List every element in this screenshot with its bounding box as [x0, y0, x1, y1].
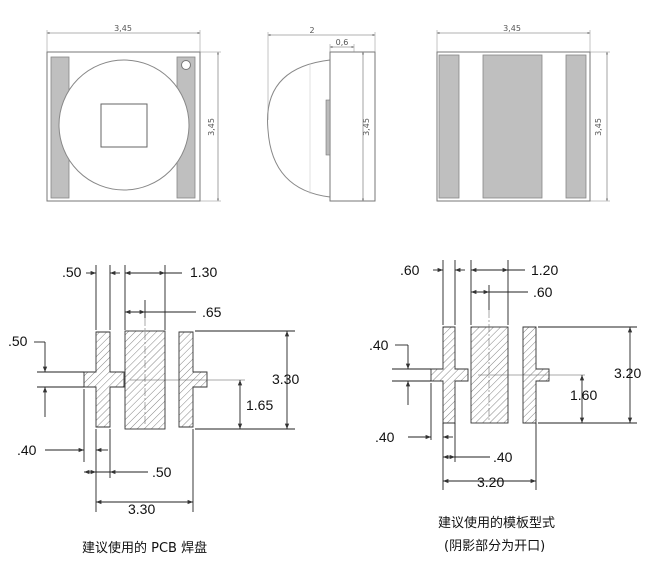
bottom-view-width-label: 3,45: [503, 24, 521, 33]
pcb-left-tab-label: .40: [17, 442, 37, 458]
stencil-caption-line1: 建议使用的模板型式: [438, 516, 556, 531]
bottom-view: 3,45 3,45: [436, 24, 610, 202]
top-view-height-label: 3,45: [207, 118, 216, 136]
pcb-total-width-label: 3.30: [128, 501, 155, 517]
stencil-tab-height-label: .40: [369, 337, 389, 353]
pcb-center-label: .65: [202, 304, 222, 320]
pcb-half-height-label: 1.65: [246, 397, 273, 413]
stencil-gap-label: .60: [400, 262, 420, 278]
stencil-height-label: 3.20: [614, 365, 641, 381]
stencil-half-height-label: 1.60: [570, 387, 597, 403]
pcb-pad-dimensions: .50 1.30 .65 .50 3.30 1.65 .40 .50 3.30: [8, 264, 299, 517]
side-view: 2 0,6 3,45: [267, 26, 376, 202]
stencil-left-tab-label: .40: [375, 429, 395, 445]
pcb-height-label: 3.30: [272, 371, 299, 387]
stencil-total-width-label: 3.20: [477, 474, 504, 490]
pcb-caption: 建议使用的 PCB 焊盘: [82, 541, 208, 556]
side-view-width-label: 2: [309, 26, 314, 35]
top-view: 3,45 3,45: [46, 24, 221, 202]
pcb-pad-drawing: [34, 265, 295, 512]
pcb-top-span-label: 1.30: [190, 264, 217, 280]
side-view-height-label: 3,45: [362, 118, 371, 136]
side-view-small-label: 0,6: [336, 38, 349, 47]
pcb-bottom-small-label: .50: [152, 464, 172, 480]
stencil-dimensions: .60 1.20 .60 .40 3.20 1.60 .40 .40 3.20: [369, 262, 641, 490]
pcb-gap-label: .50: [62, 264, 82, 280]
stencil-caption-line2: (阴影部分为开口): [444, 539, 546, 554]
bottom-view-height-label: 3,45: [594, 118, 603, 136]
stencil-center-label: .60: [533, 284, 553, 300]
stencil-top-span-label: 1.20: [531, 262, 558, 278]
top-view-width-label: 3,45: [114, 24, 132, 33]
stencil-drawing: [392, 260, 637, 490]
stencil-bottom-small-label: .40: [493, 449, 513, 465]
pcb-tab-height-label: .50: [8, 333, 28, 349]
